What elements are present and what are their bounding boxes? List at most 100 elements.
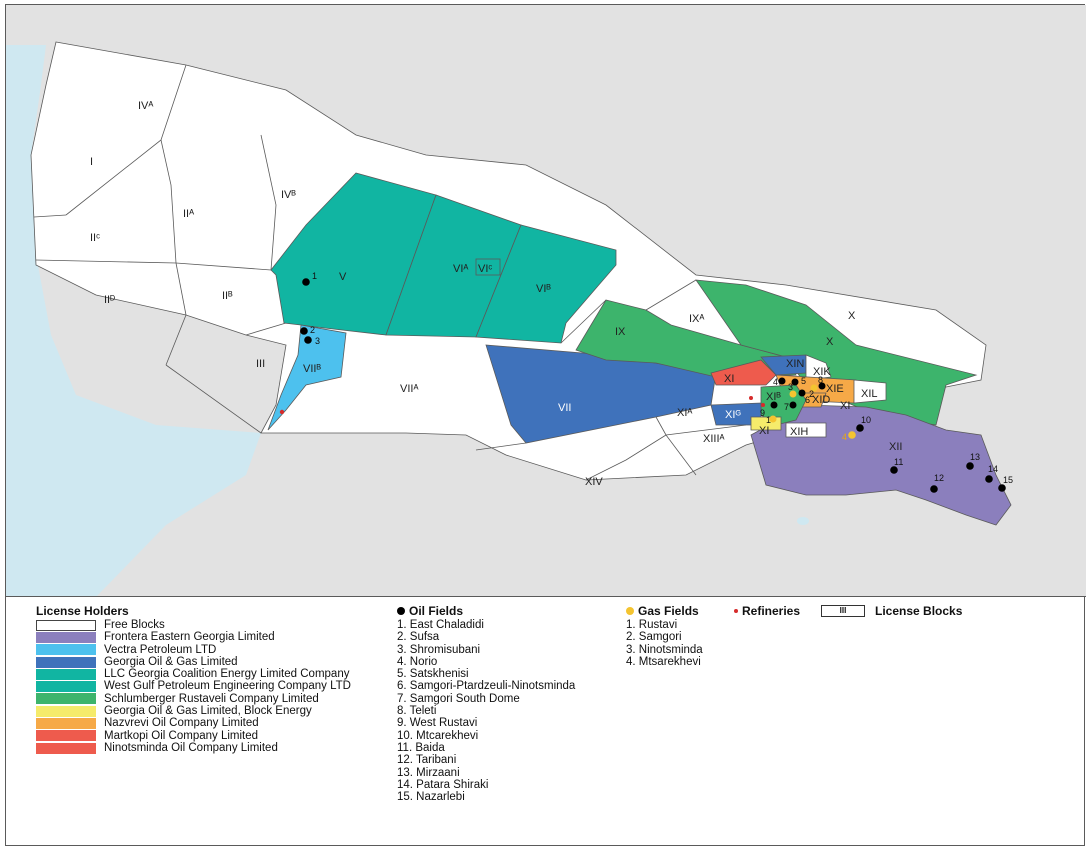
block-label: XIᴬ <box>677 407 692 419</box>
oil-field-number: 13 <box>970 452 980 462</box>
block-ix[interactable] <box>575 299 797 378</box>
block-label: XIK <box>813 366 831 378</box>
oil-field-item: 10. Mtcarekhevi <box>397 729 479 742</box>
oil-field-marker[interactable] <box>304 336 312 344</box>
map-canvas: IVᴬ I IIᴬ IVᴮ IIᶜ IIᴰ IIᴮ III V VIᴬ VIᶜ … <box>6 41 1013 596</box>
block-label: IIᴬ <box>183 208 194 220</box>
license-map[interactable]: IVᴬ I IIᴬ IVᴮ IIᶜ IIᴰ IIᴮ III V VIᴬ VIᶜ … <box>6 5 1086 597</box>
block-xi-martkopi[interactable] <box>710 359 777 386</box>
block-label: XI <box>840 400 850 412</box>
refineries-legend: Refineries <box>734 603 800 619</box>
legend-item[interactable]: Nazvrevi Oil Company Limited <box>36 717 351 729</box>
oil-field-marker[interactable] <box>998 484 1006 492</box>
block-label: XII <box>889 441 902 453</box>
oil-field-marker[interactable] <box>300 327 308 335</box>
oil-field-marker[interactable] <box>791 378 799 386</box>
legend: License Holders Free Blocks Frontera Eas… <box>6 603 1086 843</box>
oil-field-marker[interactable] <box>930 485 938 493</box>
gas-field-marker[interactable] <box>848 431 856 439</box>
license-blocks-legend: III License Blocks <box>821 603 962 619</box>
gas-field-item: 1. Rustavi <box>626 619 678 631</box>
license-block-key: III <box>821 605 865 617</box>
legend-item[interactable]: Vectra Petroleum LTD <box>36 644 351 656</box>
refinery-marker[interactable] <box>279 409 285 415</box>
legend-item[interactable]: Georgia Oil & Gas Limited <box>36 656 351 668</box>
legend-title: License Blocks <box>875 604 963 618</box>
oil-field-item: 1. East Chaladidi <box>397 619 484 631</box>
legend-item[interactable]: West Gulf Petroleum Engineering Company … <box>36 680 351 692</box>
gas-field-item: 3. Ninotsminda <box>626 643 703 656</box>
west-gulf-swatch <box>36 681 96 693</box>
oil-field-marker[interactable] <box>985 475 993 483</box>
legend-item[interactable]: Free Blocks <box>36 619 351 631</box>
oil-field-marker[interactable] <box>798 389 806 397</box>
legend-item[interactable]: Ninotsminda Oil Company Limited <box>36 742 351 754</box>
oil-field-marker[interactable] <box>770 401 778 409</box>
block-label: XIᴮ <box>766 391 781 403</box>
oil-field-marker[interactable] <box>890 466 898 474</box>
frontera-swatch <box>36 631 96 643</box>
block-x[interactable] <box>695 279 978 426</box>
block-xil[interactable] <box>853 379 887 404</box>
block-label: VIᶜ <box>478 263 492 275</box>
block-xik[interactable] <box>805 354 832 381</box>
block-label: VII <box>558 402 571 414</box>
block-label: X <box>826 336 834 348</box>
oil-field-marker[interactable] <box>966 462 974 470</box>
legend-item[interactable]: Georgia Oil & Gas Limited, Block Energy <box>36 705 351 717</box>
oil-field-number: 8 <box>818 375 823 385</box>
oil-field-item: 14. Patara Shiraki <box>397 778 489 791</box>
legend-title: Refineries <box>742 604 801 618</box>
oil-field-markers: 1 2 3 4 5 6 7 8 9 10 11 <box>300 271 1013 493</box>
legend-item[interactable]: LLC Georgia Coalition Energy Limited Com… <box>36 668 351 680</box>
gas-field-marker[interactable] <box>810 384 818 392</box>
block-vib[interactable] <box>475 224 617 344</box>
refinery-marker[interactable] <box>761 403 765 407</box>
oil-field-item: 3. Shromisubani <box>397 643 481 656</box>
martkopi-swatch <box>36 730 96 742</box>
black-sea <box>6 45 261 596</box>
oil-field-number: 6 <box>805 395 810 405</box>
block-label: IX <box>615 326 626 338</box>
gas-field-marker[interactable] <box>789 390 797 398</box>
gas-field-number: 2 <box>809 389 814 399</box>
oil-field-marker[interactable] <box>818 382 826 390</box>
oil-field-item: 7. Samgori South Dome <box>397 692 520 705</box>
block-label: VIIᴬ <box>400 383 418 395</box>
legend-item[interactable]: Martkopi Oil Company Limited <box>36 730 351 742</box>
refinery-marker[interactable] <box>749 396 753 400</box>
oil-field-number: 11 <box>894 457 903 467</box>
oil-field-marker[interactable] <box>302 278 310 286</box>
block-energy-swatch <box>36 705 96 717</box>
oil-field-item: 11. Baida <box>397 741 445 754</box>
gas-field-marker[interactable] <box>769 415 777 423</box>
oil-field-marker[interactable] <box>778 377 786 385</box>
oil-field-number: 10 <box>861 415 871 425</box>
oil-field-item: 2. Sufsa <box>397 631 440 644</box>
vectra-swatch <box>36 644 96 656</box>
gas-field-number: 4 <box>842 432 847 442</box>
oil-field-number: 1 <box>312 271 317 281</box>
oil-field-marker[interactable] <box>789 401 797 409</box>
oil-field-item: 15. Nazarlebi <box>397 791 465 804</box>
block-label: XI <box>759 425 769 437</box>
oil-field-number: 15 <box>1003 475 1013 485</box>
license-holders-legend: License Holders Free Blocks Frontera Eas… <box>36 603 351 754</box>
legend-item[interactable]: Schlumberger Rustaveli Company Limited <box>36 693 351 705</box>
block-label: XI <box>724 373 734 385</box>
oil-field-number: 3 <box>315 336 320 346</box>
block-label: I <box>90 156 93 168</box>
legend-item[interactable]: Frontera Eastern Georgia Limited <box>36 631 351 643</box>
west-block-lines <box>33 64 287 434</box>
refinery-icon <box>734 609 738 613</box>
block-vic[interactable] <box>475 258 501 276</box>
block-label: VIᴬ <box>453 263 468 275</box>
free-swatch <box>36 619 96 631</box>
block-labels: IVᴬ I IIᴬ IVᴮ IIᶜ IIᴰ IIᴮ III V VIᴬ VIᶜ … <box>90 100 902 488</box>
gas-field-markers: 1 2 3 4 <box>766 382 856 442</box>
block-label: IVᴬ <box>138 100 153 112</box>
map-frame: IVᴬ I IIᴬ IVᴮ IIᶜ IIᴰ IIᴮ III V VIᴬ VIᶜ … <box>5 4 1086 846</box>
block-xih[interactable] <box>785 422 827 438</box>
oil-field-marker[interactable] <box>856 424 864 432</box>
block-viib[interactable] <box>267 324 347 431</box>
